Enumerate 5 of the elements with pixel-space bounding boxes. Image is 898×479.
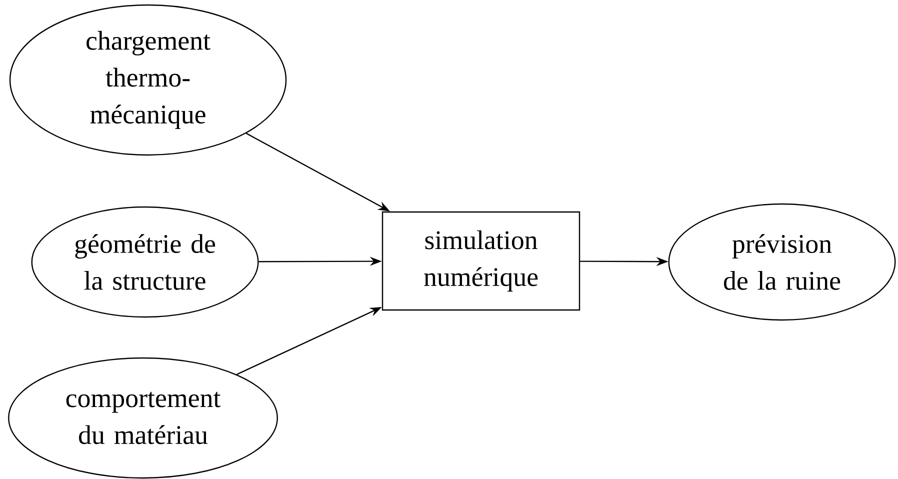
ellipse-node: prévision de la ruine	[668, 203, 896, 321]
ellipse-node: comportement du matériau	[8, 357, 278, 479]
process-box: simulation numérique	[382, 211, 580, 311]
ellipse-node: chargement thermo-mécanique	[9, 4, 287, 156]
ellipse-node: géométrie de la structure	[31, 206, 259, 318]
